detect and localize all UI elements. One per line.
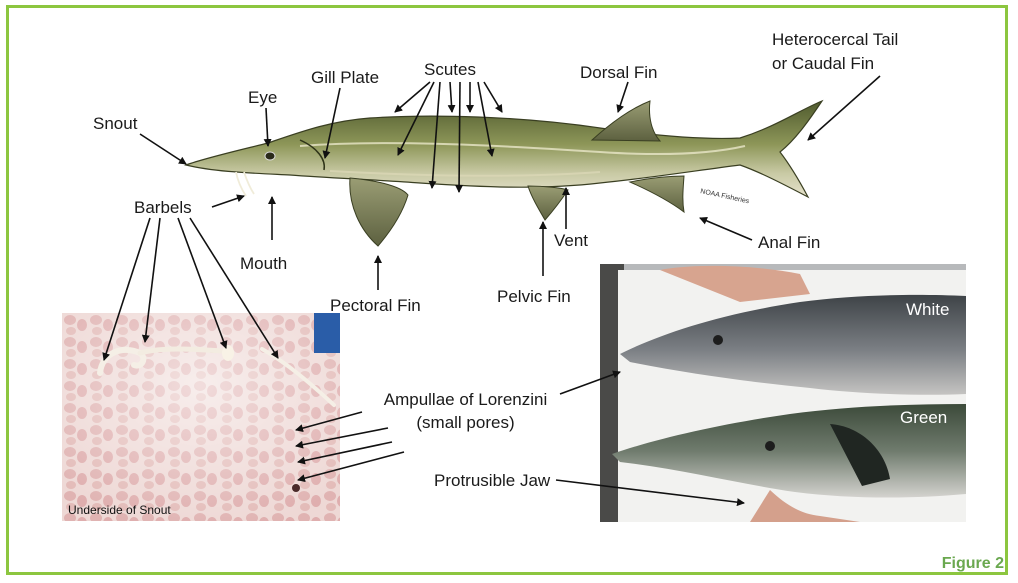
pelvic-fin — [528, 186, 568, 220]
label-ampullae-line1: Ampullae of Lorenzini — [363, 390, 568, 410]
label-snout: Snout — [93, 114, 137, 134]
label-ampullae-line2: (small pores) — [363, 413, 568, 433]
underside-snout-caption: Underside of Snout — [68, 503, 171, 517]
label-pectoral-fin: Pectoral Fin — [330, 296, 421, 316]
label-ampullae: Ampullae of Lorenzini (small pores) — [363, 390, 568, 433]
anal-fin — [630, 176, 684, 212]
label-vent: Vent — [554, 231, 588, 251]
dorsal-fin — [592, 101, 660, 141]
label-anal-fin: Anal Fin — [758, 233, 820, 253]
fish-eye — [265, 152, 275, 160]
label-pelvic-fin: Pelvic Fin — [497, 287, 571, 307]
label-caudal-fin: or Caudal Fin — [772, 54, 874, 74]
label-scutes: Scutes — [424, 60, 476, 80]
illustration-credit: NOAA Fisheries — [700, 188, 751, 205]
species-label-green: Green — [900, 408, 947, 428]
label-gill-plate: Gill Plate — [311, 68, 379, 88]
label-dorsal-fin: Dorsal Fin — [580, 63, 657, 83]
label-heterocercal-tail: Heterocercal Tail — [772, 30, 898, 50]
label-eye: Eye — [248, 88, 277, 108]
label-protrusible-jaw: Protrusible Jaw — [434, 471, 550, 491]
figure-label: Figure 2 — [942, 555, 1004, 573]
label-barbels: Barbels — [134, 198, 192, 218]
underside-snout-photo: Underside of Snout — [62, 313, 340, 521]
species-label-white: White — [906, 300, 949, 320]
pectoral-fin — [350, 178, 408, 246]
sturgeon-species-photo: White Green — [600, 264, 966, 522]
label-mouth: Mouth — [240, 254, 287, 274]
